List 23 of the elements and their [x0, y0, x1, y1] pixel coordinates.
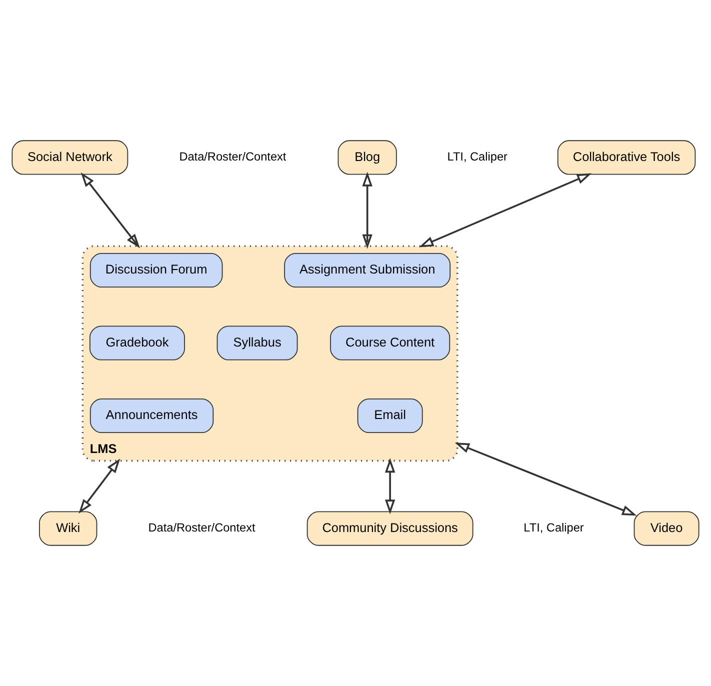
label: LTI, Caliper — [524, 520, 584, 535]
label: LTI, Caliper — [447, 150, 508, 164]
node-box: Discussion Forum — [90, 252, 223, 288]
node-box: Blog — [338, 140, 397, 175]
label: Data/Roster/Context — [148, 520, 256, 535]
arrow — [454, 442, 637, 516]
node-box: Wiki — [39, 511, 98, 546]
arrow — [384, 458, 396, 514]
node-box: Course Content — [330, 326, 450, 360]
arrow — [362, 172, 372, 249]
node-box: Collaborative Tools — [557, 140, 696, 175]
node-box: Assignment Submission — [284, 252, 451, 288]
arrow — [78, 458, 120, 514]
arrow — [80, 172, 140, 248]
node-box: Gradebook — [89, 326, 185, 360]
node-box: Social Network — [12, 140, 128, 175]
node-box: Syllabus — [216, 326, 298, 360]
node-box: Community Discussions — [306, 511, 474, 546]
label: Data/Roster/Context — [179, 150, 286, 164]
arrow — [418, 173, 592, 248]
node-box: Announcements — [90, 398, 214, 434]
node-box: Video — [634, 511, 700, 546]
node-box: Email — [357, 398, 423, 434]
